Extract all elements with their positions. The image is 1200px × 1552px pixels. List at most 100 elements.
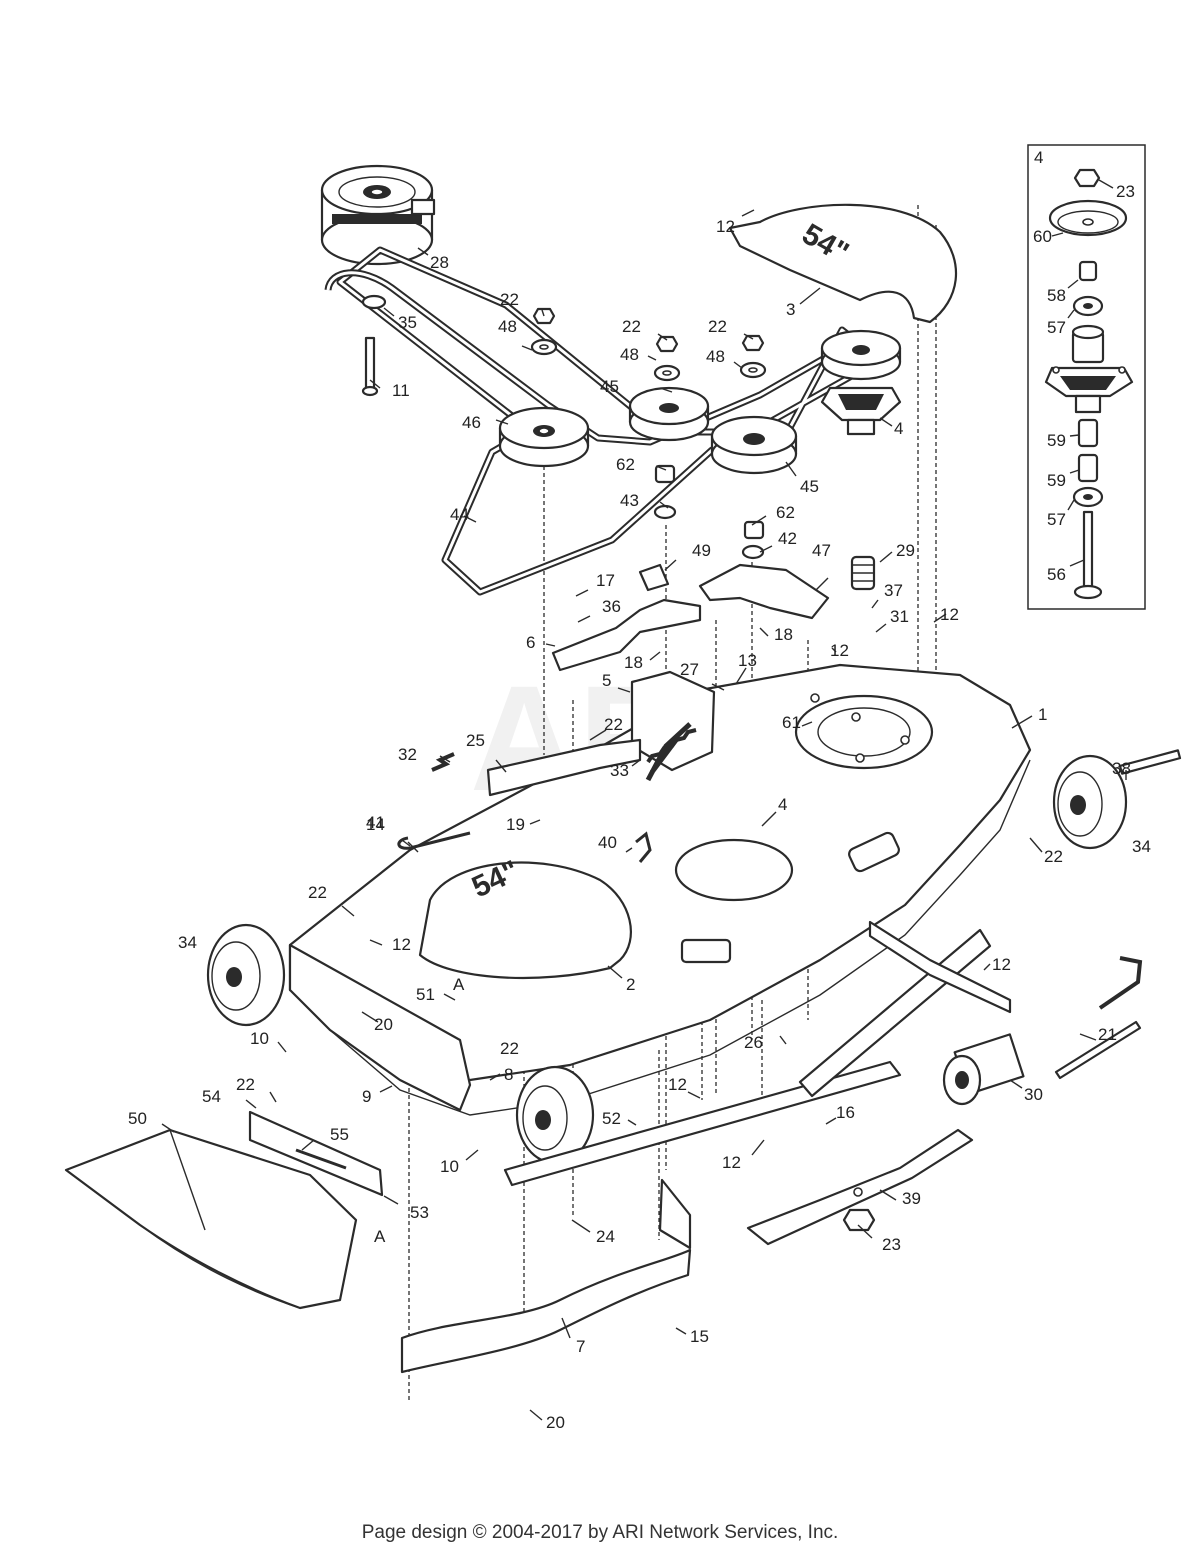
callout-62-a: 62 <box>616 455 635 474</box>
pins-and-rods <box>397 749 1182 1080</box>
idler-pulley-46 <box>498 406 590 468</box>
callout-inset-56: 56 <box>1047 565 1066 584</box>
callout-48-a: 48 <box>498 317 517 336</box>
callout-20-deck: 20 <box>374 1015 393 1034</box>
callout-12-left: 12 <box>392 935 411 954</box>
callout-6: 6 <box>526 633 535 652</box>
callout-10-left: 10 <box>250 1029 269 1048</box>
callout-50: 50 <box>128 1109 147 1128</box>
callout-22-e: 22 <box>1044 847 1063 866</box>
callout-13: 13 <box>738 651 757 670</box>
belt-cover-left: 54" <box>418 854 632 980</box>
callout-12-front: 12 <box>668 1075 687 1094</box>
callout-22-c: 22 <box>708 317 727 336</box>
callout-35: 35 <box>398 313 417 332</box>
callout-17: 17 <box>596 571 615 590</box>
callout-3: 3 <box>786 300 795 319</box>
deck-brackets <box>486 563 830 797</box>
bolt-11 <box>361 336 379 397</box>
callout-12-mid: 12 <box>830 641 849 660</box>
callout-12-baffle: 12 <box>992 955 1011 974</box>
callout-labels: 1 2 3 4 4 5 6 7 8 9 10 10 11 12 12 12 12… <box>128 217 1151 1432</box>
callout-27: 27 <box>680 660 699 679</box>
callout-44: 44 <box>450 505 469 524</box>
callout-26: 26 <box>744 1033 763 1052</box>
callout-32: 32 <box>398 745 417 764</box>
gauge-wheel-left <box>206 923 286 1027</box>
callout-52: 52 <box>602 1109 621 1128</box>
callout-16: 16 <box>836 1103 855 1122</box>
inset-spacer <box>1078 260 1098 282</box>
inset-spindle-shaft <box>1073 510 1103 600</box>
callout-43: 43 <box>620 491 639 510</box>
callout-7: 7 <box>576 1337 585 1356</box>
callout-inset-23: 23 <box>1116 182 1135 201</box>
inset-nut <box>1073 168 1101 188</box>
callout-54: 54 <box>202 1087 221 1106</box>
callout-61: 61 <box>782 713 801 732</box>
callout-5: 5 <box>602 671 611 690</box>
belt-cover-right: 54" <box>728 203 958 324</box>
discharge-chute <box>64 1128 358 1310</box>
reference-a-chute: A <box>374 1227 386 1246</box>
idler-pulley-45-center <box>628 386 710 442</box>
callout-22-h: 22 <box>236 1075 255 1094</box>
callout-51: 51 <box>416 985 435 1004</box>
callout-30: 30 <box>1024 1085 1043 1104</box>
callout-18-left: 18 <box>624 653 643 672</box>
callout-22-g: 22 <box>500 1039 519 1058</box>
callout-25: 25 <box>466 731 485 750</box>
inset-spacer-upper <box>1077 418 1099 448</box>
callout-11: 11 <box>392 381 410 400</box>
callout-12-top: 12 <box>716 217 735 236</box>
callout-22-a: 22 <box>500 290 519 309</box>
gauge-wheel-right <box>1052 754 1128 850</box>
side-baffle-plate <box>503 920 1012 1187</box>
callout-12-lower: 12 <box>722 1153 741 1172</box>
deck-belt <box>324 246 884 596</box>
spindle-assembly-upper <box>820 329 902 436</box>
callout-inset-60: 60 <box>1033 227 1052 246</box>
callout-45-right: 45 <box>800 477 819 496</box>
callout-29: 29 <box>896 541 915 560</box>
callout-23: 23 <box>882 1235 901 1254</box>
callout-28: 28 <box>430 253 449 272</box>
callout-19: 19 <box>506 815 525 834</box>
callout-49: 49 <box>692 541 711 560</box>
callout-4-lower: 4 <box>778 795 787 814</box>
callout-inset-57-top: 57 <box>1047 318 1066 337</box>
inset-spindle-housing <box>1044 324 1134 414</box>
callout-22-b: 22 <box>622 317 641 336</box>
callout-34-left: 34 <box>178 933 197 952</box>
callout-18-right: 18 <box>774 625 793 644</box>
callout-53: 53 <box>410 1203 429 1222</box>
callout-10-front: 10 <box>440 1157 459 1176</box>
blade-nut <box>842 1208 876 1232</box>
callout-inset-57-bottom: 57 <box>1047 510 1066 529</box>
mower-deck-shell <box>288 663 1032 1116</box>
callout-37: 37 <box>884 581 903 600</box>
callout-46: 46 <box>462 413 481 432</box>
callout-48-b: 48 <box>620 345 639 364</box>
callout-21: 21 <box>1098 1025 1117 1044</box>
callout-inset-59-lower: 59 <box>1047 471 1066 490</box>
callout-55: 55 <box>330 1125 349 1144</box>
callout-22-d: 22 <box>604 715 623 734</box>
page-credit-footer: Page design © 2004-2017 by ARI Network S… <box>361 1522 839 1543</box>
callout-38: 38 <box>1112 759 1131 778</box>
callout-47: 47 <box>812 541 831 560</box>
leader-lines <box>161 209 1127 1421</box>
reference-a-deck: A <box>453 975 465 994</box>
callout-22-f: 22 <box>308 883 327 902</box>
springs <box>431 555 876 782</box>
callout-41: 41 <box>366 813 385 832</box>
callout-15: 15 <box>690 1327 709 1346</box>
callout-48-c: 48 <box>706 347 725 366</box>
hardware-nuts-washers <box>361 294 767 560</box>
callout-45-center: 45 <box>600 377 619 396</box>
callout-42: 42 <box>778 529 797 548</box>
callout-39: 39 <box>902 1189 921 1208</box>
callout-1: 1 <box>1038 705 1047 724</box>
callout-34-right: 34 <box>1132 837 1151 856</box>
